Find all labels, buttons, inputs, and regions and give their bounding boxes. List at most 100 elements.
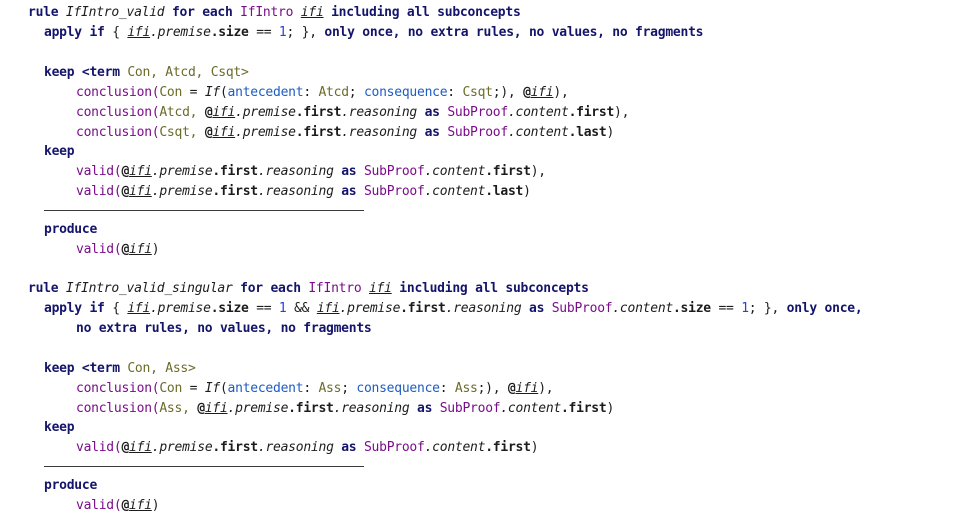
concept-reference[interactable]: IfIntro (308, 281, 362, 296)
first-member: .first (288, 401, 334, 416)
apply-options: only once, (786, 301, 863, 316)
if-keyword: if (89, 301, 105, 316)
content-member: .content (507, 105, 569, 120)
antecedent-field: antecedent (227, 381, 304, 396)
reasoning-member: .reasoning (257, 184, 334, 199)
first-member: .first (568, 105, 615, 120)
premise-member: .premise (227, 401, 289, 416)
valid-function: valid( (76, 184, 122, 199)
variable-reference[interactable]: ifi (316, 301, 340, 316)
size-member: .size (210, 301, 249, 316)
premise-member: .premise (339, 301, 401, 316)
subproof-concept[interactable]: SubProof (551, 301, 613, 316)
variable-reference[interactable]: ifi (127, 301, 151, 316)
at-sign: @ (204, 125, 213, 140)
subproof-concept[interactable]: SubProof (447, 105, 508, 120)
variable-reference[interactable]: ifi (129, 242, 152, 257)
apply-keyword: apply (44, 25, 82, 40)
keep-keyword: keep (44, 420, 75, 435)
conclusion-function: conclusion( (76, 85, 160, 100)
number-literal: 1 (278, 25, 287, 40)
variable-reference[interactable]: ifi (127, 25, 151, 40)
separator-line (44, 210, 364, 211)
premise-member: .premise (151, 184, 213, 199)
reasoning-member: .reasoning (445, 301, 522, 316)
and-operator: && (286, 301, 317, 316)
rule-keyword: rule (28, 281, 59, 296)
paren-close: ;), (477, 381, 508, 396)
including-subconcepts-keyword: including all subconcepts (331, 5, 521, 20)
keep-line: keep (44, 418, 75, 438)
apply-condition-line: apply if { ifi.premise.size == 1 && ifi.… (44, 299, 863, 319)
concept-reference[interactable]: IfIntro (240, 5, 294, 20)
variable-reference[interactable]: ifi (204, 401, 228, 416)
rule-header-line: rule IfIntro_valid for each IfIntro ifi … (28, 3, 521, 23)
last-member: .last (485, 184, 524, 199)
semicolon: ; (341, 381, 357, 396)
apply-options-line: no extra rules, no values, no fragments (76, 319, 372, 339)
brace-open: { (112, 301, 120, 316)
term-keyword: <term (81, 361, 120, 376)
as-keyword: as (333, 184, 364, 199)
valid-function: valid( (76, 440, 122, 455)
content-member: .content (500, 401, 561, 416)
variable-name[interactable]: ifi (300, 5, 324, 20)
first-member: .first (212, 184, 258, 199)
reasoning-member: .reasoning (341, 105, 417, 120)
semicolon: ; (348, 85, 364, 100)
apply-options: no extra rules, no values, no fragments (76, 321, 372, 336)
premise-member: .premise (235, 105, 296, 120)
variable-reference[interactable]: ifi (129, 440, 152, 455)
as-keyword: as (333, 440, 364, 455)
subproof-concept[interactable]: SubProof (363, 440, 425, 455)
term-var: Atcd, (159, 105, 205, 120)
size-member: .size (672, 301, 711, 316)
brace-close: ; }, (748, 301, 780, 316)
variable-reference[interactable]: ifi (212, 105, 236, 120)
conclusion-line: conclusion(Ass, @ifi.premise.first.reaso… (76, 399, 614, 419)
at-sign: @ (204, 105, 213, 120)
conclusion-function: conclusion( (76, 381, 160, 396)
valid-line: valid(@ifi) (76, 240, 160, 260)
if-keyword: if (89, 25, 105, 40)
keep-keyword: keep (44, 65, 75, 80)
variable-name[interactable]: ifi (368, 281, 392, 296)
term-var: Csqt (462, 85, 493, 100)
variable-reference[interactable]: ifi (129, 164, 152, 179)
brace-close: ; }, (286, 25, 318, 40)
paren-close: ) (530, 440, 539, 455)
variable-reference[interactable]: ifi (530, 85, 554, 100)
rule-name[interactable]: IfIntro_valid (65, 5, 165, 20)
term-var: Con (159, 381, 183, 396)
premise-member: .premise (150, 301, 211, 316)
variable-reference[interactable]: ifi (212, 125, 236, 140)
keep-keyword: keep (44, 361, 75, 376)
variable-reference[interactable]: ifi (129, 184, 152, 199)
term-var: Atcd (318, 85, 349, 100)
subproof-concept[interactable]: SubProof (439, 401, 501, 416)
reasoning-member: .reasoning (257, 440, 334, 455)
subproof-concept[interactable]: SubProof (363, 164, 425, 179)
apply-options: only once, no extra rules, no values, no… (324, 25, 704, 40)
premise-member: .premise (150, 25, 211, 40)
colon: : (303, 381, 319, 396)
variable-reference[interactable]: ifi (515, 381, 539, 396)
size-member: .size (210, 25, 249, 40)
first-member: .first (485, 440, 531, 455)
content-member: .content (424, 440, 486, 455)
term-var: Ass, (159, 401, 198, 416)
subproof-concept[interactable]: SubProof (447, 125, 508, 140)
paren: ( (219, 381, 228, 396)
term-variables: Con, Atcd, Csqt> (127, 65, 249, 80)
valid-function: valid( (76, 164, 122, 179)
valid-function: valid( (76, 498, 122, 513)
number-literal: 1 (741, 301, 749, 316)
term-var: Con (159, 85, 183, 100)
rule-name[interactable]: IfIntro_valid_singular (65, 281, 233, 296)
conclusion-line: conclusion(Atcd, @ifi.premise.first.reas… (76, 103, 629, 123)
at-sign: @ (197, 401, 205, 416)
subproof-concept[interactable]: SubProof (363, 184, 425, 199)
paren-close: ) (606, 125, 615, 140)
variable-reference[interactable]: ifi (129, 498, 152, 513)
